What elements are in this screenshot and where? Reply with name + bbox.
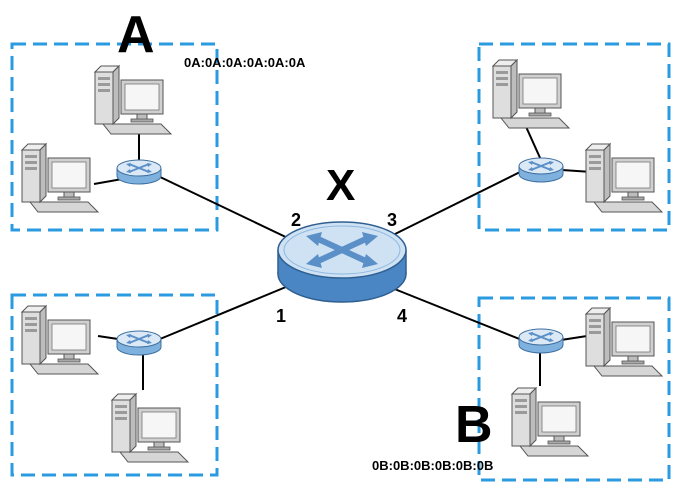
network-box-top-left — [10, 42, 219, 232]
small-switch-icon — [518, 157, 564, 183]
desktop-computer-icon — [94, 65, 172, 135]
network-b-label: B — [455, 396, 493, 454]
port-label: 2 — [291, 210, 301, 230]
main-switch-icon — [277, 221, 407, 303]
desktop-computer-icon — [21, 305, 99, 375]
desktop-computer-icon — [21, 143, 99, 213]
mac-address-b: 0B:0B:0B:0B:0B:0B — [372, 458, 493, 473]
desktop-computer-icon — [492, 59, 570, 129]
port-label: 1 — [276, 306, 286, 326]
small-switch-icon — [116, 330, 162, 356]
desktop-computer-icon — [585, 143, 663, 213]
network-a-label: A — [117, 6, 155, 64]
desktop-computer-icon — [111, 393, 189, 463]
mac-address-a: 0A:0A:0A:0A:0A:0A — [184, 55, 306, 70]
desktop-computer-icon — [511, 387, 589, 457]
small-switch-icon — [518, 328, 564, 354]
network-box-bottom-right — [477, 296, 671, 482]
switch-x-label: X — [326, 161, 355, 210]
small-switch-icon — [116, 159, 162, 185]
desktop-computer-icon — [585, 307, 663, 377]
port-label: 4 — [397, 306, 407, 326]
network-box-top-right — [477, 42, 671, 232]
network-box-bottom-left — [10, 293, 219, 477]
port-label: 3 — [387, 210, 397, 230]
